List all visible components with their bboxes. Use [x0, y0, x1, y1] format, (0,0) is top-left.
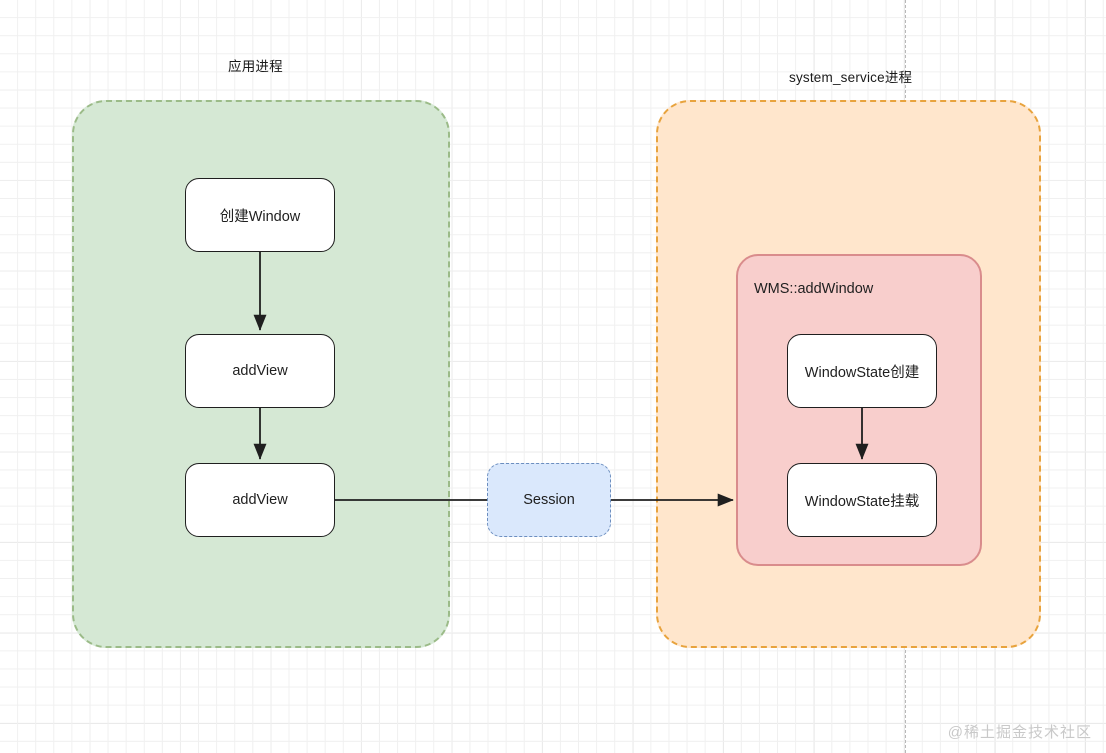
node-add-view-1[interactable]: addView	[185, 334, 335, 408]
pool-label-app-process: 应用进程	[228, 59, 283, 74]
node-windowstate-create-label: WindowState创建	[804, 364, 920, 381]
node-create-window-label: 创建Window	[219, 208, 301, 225]
group-wms-addwindow-title: WMS::addWindow	[754, 281, 874, 297]
node-add-view-2[interactable]: addView	[185, 463, 335, 537]
node-create-window[interactable]: 创建Window	[185, 178, 335, 252]
node-windowstate-create[interactable]: WindowState创建	[787, 334, 937, 408]
group-wms-addwindow[interactable]: WMS::addWindow	[736, 254, 982, 566]
pool-label-system-service-process: system_service进程	[789, 70, 913, 85]
node-add-view-2-label: addView	[232, 492, 288, 508]
node-windowstate-mount-label: WindowState挂载	[804, 493, 920, 510]
watermark: @稀土掘金技术社区	[947, 724, 1092, 741]
node-session[interactable]: Session	[487, 463, 611, 537]
node-add-view-1-label: addView	[232, 363, 288, 379]
node-windowstate-mount[interactable]: WindowState挂载	[787, 463, 937, 537]
node-session-label: Session	[523, 492, 575, 508]
